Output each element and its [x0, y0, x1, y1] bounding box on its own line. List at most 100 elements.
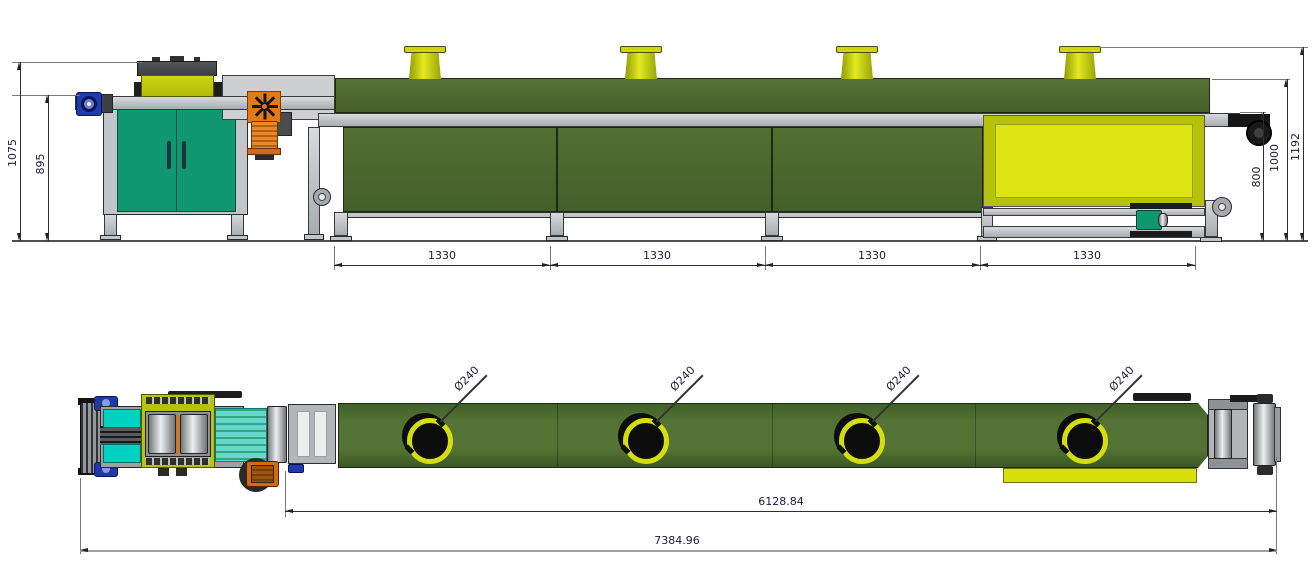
press-plate-bump-2	[170, 56, 184, 62]
arrow-icon	[1300, 47, 1304, 55]
arrow-icon	[1269, 509, 1277, 513]
plan-orange-motor-core	[251, 465, 274, 483]
oven-foot-3	[761, 236, 783, 241]
motor-mount-plate-lower	[1130, 231, 1192, 237]
dim-label-1330-4: 1330	[1073, 249, 1101, 262]
ext-line	[550, 246, 551, 270]
gearmotor-shaft	[1158, 213, 1168, 227]
dim-line-1000	[1287, 79, 1288, 241]
oven-upper-body	[335, 78, 1210, 113]
bearing-block-bottom-hub	[102, 465, 110, 473]
infeed-table-foot-right	[227, 235, 248, 240]
chimney-hole-4-ring	[1062, 418, 1108, 464]
dim-label-800: 800	[1250, 166, 1263, 188]
chimney-hole-3-ring	[839, 418, 885, 464]
plan-black-bar-1	[1133, 393, 1191, 401]
ext-line	[1276, 457, 1277, 554]
orange-motor-cap	[255, 155, 274, 160]
control-panel-plan	[1003, 468, 1197, 483]
cabinet-handle-left	[167, 141, 171, 169]
press-block-bracket-left	[134, 82, 142, 96]
plan-blue-block	[288, 464, 304, 473]
oven-foot-1	[330, 236, 352, 241]
tension-wheel-left-hub	[318, 193, 326, 201]
entry-end-foot	[304, 234, 324, 240]
arrow-icon	[45, 233, 49, 241]
arrow-icon	[80, 548, 88, 552]
ext-line	[80, 478, 81, 554]
oven-leg-2	[550, 212, 564, 236]
ext-line	[980, 246, 981, 270]
oven-end-foot	[1200, 237, 1222, 242]
chimney-1-body	[409, 52, 441, 79]
chimney-2-body	[625, 52, 657, 79]
entry-plate-slot-1	[297, 411, 310, 457]
chimney-hole-2-ring	[623, 418, 669, 464]
discharge-end-plate	[1274, 407, 1281, 462]
dim-label-6128: 6128.84	[758, 495, 804, 508]
dim-label-1330-3: 1330	[858, 249, 886, 262]
housing-tab-2	[176, 468, 187, 476]
housing-bolt-row-top	[146, 397, 210, 404]
entry-plate-slot-2	[314, 411, 327, 457]
press-yellow-block	[141, 75, 214, 97]
arrow-icon	[17, 62, 21, 70]
arrow-icon	[1300, 233, 1304, 241]
housing-tab-1	[158, 468, 169, 476]
dim-label-1330-1: 1330	[428, 249, 456, 262]
press-roller-right	[180, 414, 208, 454]
cyan-belt-top	[103, 409, 141, 428]
arrow-icon	[1260, 233, 1264, 241]
arrow-icon	[1269, 548, 1277, 552]
dim-line-6128	[285, 511, 1277, 512]
arrow-icon	[45, 95, 49, 103]
orange-motor	[251, 121, 278, 149]
arrow-icon	[550, 263, 558, 267]
chimney-hole-2	[618, 413, 669, 464]
oven-panel-1	[343, 127, 557, 212]
housing-bolt-row-bottom	[146, 458, 210, 465]
press-plate-bump-1	[152, 57, 160, 62]
arrow-icon	[285, 509, 293, 513]
ext-line	[1195, 246, 1196, 270]
chimney-hole-3	[834, 413, 885, 464]
tension-wheel-right-hub	[1218, 203, 1226, 211]
dim-label-7384: 7384.96	[654, 534, 700, 547]
ext-line	[1100, 47, 1308, 48]
chimney-3-cap	[836, 46, 878, 53]
dim-line-895	[48, 95, 49, 241]
infeed-end-cap-top	[78, 398, 98, 405]
roller-divider	[176, 414, 180, 454]
dim-label-895: 895	[34, 153, 47, 175]
ext-line	[765, 246, 766, 270]
bearing-block-top-hub	[102, 399, 110, 407]
arrow-icon	[757, 263, 765, 267]
oven-foot-2	[546, 236, 568, 241]
press-block-bracket-right	[214, 82, 222, 96]
oven-body-seam-3	[975, 404, 976, 467]
oven-panel-3	[772, 127, 983, 212]
discharge-frame-rail-upper	[983, 208, 1205, 216]
dim-label-1330-2: 1330	[643, 249, 671, 262]
dim-label-1192: 1192	[1289, 133, 1302, 161]
ext-line	[1240, 112, 1266, 113]
arrow-icon	[1284, 79, 1288, 87]
arrow-icon	[972, 263, 980, 267]
ext-line	[12, 62, 142, 63]
exhaust-flange-hub	[1254, 128, 1264, 138]
ext-line	[334, 246, 335, 270]
transfer-belt-strands	[216, 409, 266, 461]
plan-black-bar-2	[1230, 395, 1258, 402]
arrow-icon	[1284, 233, 1288, 241]
oven-leg-3	[765, 212, 779, 236]
arrow-icon	[17, 233, 21, 241]
oven-body-seam-2	[772, 404, 773, 467]
chimney-2-cap	[620, 46, 662, 53]
cabinet-handle-right	[182, 141, 186, 169]
chimney-4-body	[1064, 52, 1096, 79]
ext-line	[285, 471, 286, 517]
chimney-3-body	[841, 52, 873, 79]
